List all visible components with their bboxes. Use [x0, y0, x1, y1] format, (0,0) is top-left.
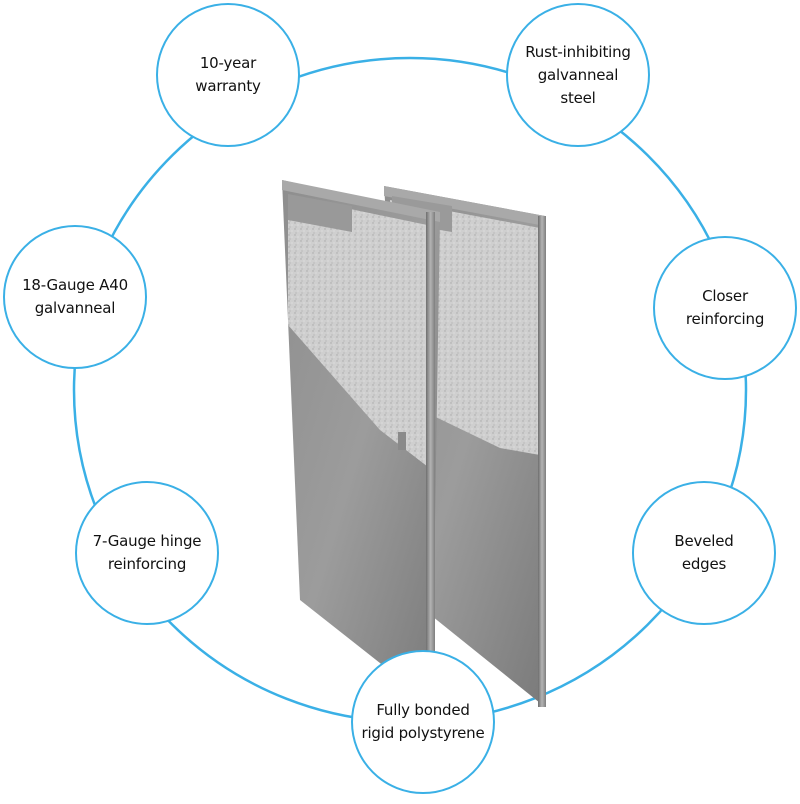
feature-label-warranty: 10-year warranty [195, 54, 261, 95]
feature-node-polystyrene: Fully bonded rigid polystyrene [351, 650, 495, 794]
feature-label-closer: Closer reinforcing [685, 287, 765, 328]
feature-label-hinge: 7-Gauge hinge reinforcing [92, 532, 202, 573]
feature-label-polystyrene: Fully bonded rigid polystyrene [361, 701, 485, 742]
feature-node-gauge: 18-Gauge A40 galvanneal [3, 225, 147, 369]
door-front [282, 180, 440, 704]
feature-node-closer: Closer reinforcing [653, 236, 797, 380]
feature-label-beveled: Beveled edges [674, 532, 734, 573]
feature-node-hinge: 7-Gauge hinge reinforcing [75, 481, 219, 625]
feature-node-warranty: 10-year warranty [156, 3, 300, 147]
feature-node-rust: Rust-inhibiting galvanneal steel [506, 3, 650, 147]
feature-label-rust: Rust-inhibiting galvanneal steel [525, 42, 631, 107]
closer-pocket [398, 432, 406, 450]
feature-label-gauge: 18-Gauge A40 galvanneal [22, 276, 128, 317]
feature-node-beveled: Beveled edges [632, 481, 776, 625]
